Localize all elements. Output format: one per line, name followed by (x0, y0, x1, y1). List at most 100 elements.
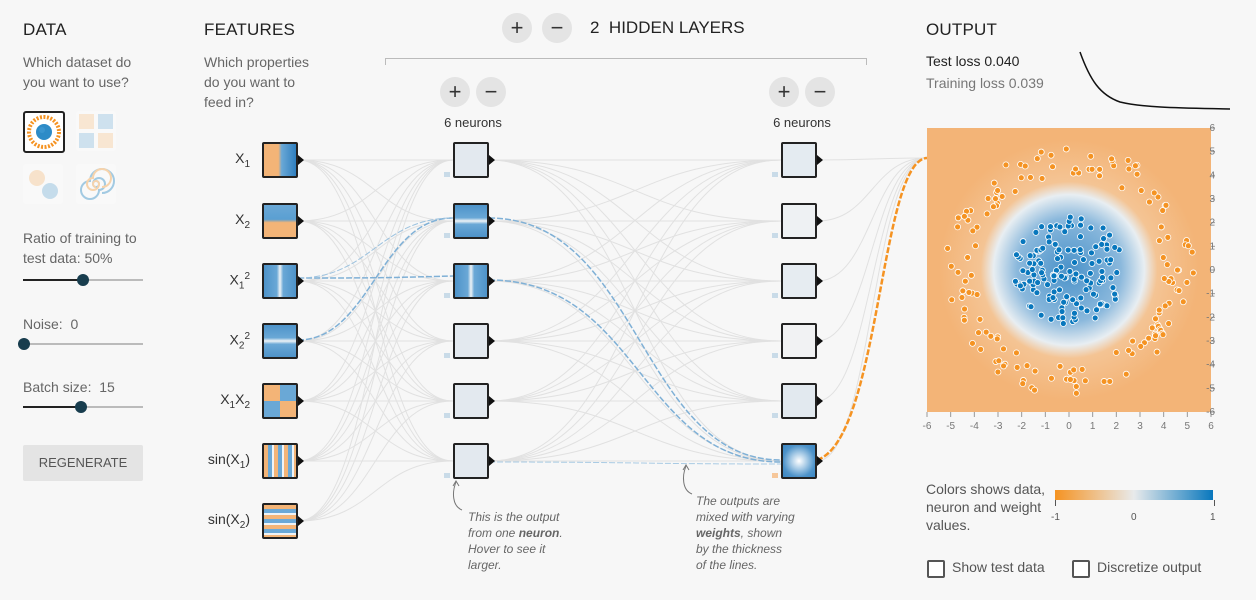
dataset-spiral-thumbnail[interactable] (76, 164, 116, 204)
batch-slider-knob[interactable] (75, 401, 87, 413)
x-tick-label: 4 (1161, 421, 1167, 432)
bias-indicator[interactable] (772, 353, 778, 358)
batch-slider[interactable] (23, 401, 143, 413)
layer1-neuron[interactable] (453, 263, 489, 299)
data-point-orange (1162, 201, 1170, 209)
weight-link[interactable] (816, 157, 928, 402)
weight-link[interactable] (488, 280, 782, 462)
weight-link[interactable] (488, 340, 782, 462)
weight-link[interactable] (297, 340, 454, 522)
ratio-slider[interactable] (23, 274, 143, 286)
layer1-remove-neuron-button[interactable]: − (476, 77, 506, 107)
weight-link[interactable] (488, 400, 782, 462)
feature-input-node[interactable] (262, 383, 298, 419)
regenerate-button[interactable]: REGENERATE (23, 445, 143, 481)
weights-hint-note: The outputs are mixed with varying weigh… (696, 494, 795, 572)
layer2-add-neuron-button[interactable]: + (769, 77, 799, 107)
feature-input-node[interactable] (262, 203, 298, 239)
feature-input-node[interactable] (262, 323, 298, 359)
y-tick-label: -1 (1206, 289, 1215, 300)
layer1-neuron[interactable] (453, 443, 489, 479)
layer1-add-neuron-button[interactable]: + (440, 77, 470, 107)
data-point-blue (1098, 241, 1106, 248)
bias-indicator[interactable] (772, 172, 778, 177)
data-point-blue (1091, 314, 1099, 322)
bias-indicator[interactable] (444, 172, 450, 177)
feature-input-node[interactable] (262, 443, 298, 479)
weight-link[interactable] (488, 279, 782, 463)
layer1-neuron[interactable] (453, 323, 489, 359)
add-layer-button[interactable]: + (502, 13, 532, 43)
discretize-output-label[interactable]: Discretize output (1097, 559, 1202, 575)
noise-slider[interactable] (18, 338, 143, 350)
output-weight-link[interactable] (816, 156, 928, 462)
dataset-gauss-thumbnail[interactable] (23, 164, 63, 204)
bias-indicator[interactable] (444, 473, 450, 478)
bias-indicator[interactable] (772, 293, 778, 298)
weight-link[interactable] (488, 217, 782, 461)
weight-link[interactable] (488, 159, 782, 222)
layer2-neuron[interactable] (781, 323, 817, 359)
bias-indicator[interactable] (772, 413, 778, 418)
weight-link[interactable] (297, 220, 454, 522)
layer1-neuron[interactable] (453, 383, 489, 419)
weight-link[interactable] (488, 220, 782, 462)
weight-link[interactable] (297, 159, 454, 522)
weight-link[interactable] (488, 159, 782, 282)
caret-right-icon (489, 396, 495, 406)
data-point-blue (1095, 257, 1103, 265)
layer1-neuron[interactable] (453, 203, 489, 239)
layer1-neuron[interactable] (453, 142, 489, 178)
show-test-data-checkbox[interactable] (927, 560, 945, 578)
data-point-blue (1098, 268, 1106, 275)
feature-input-node[interactable] (262, 503, 298, 539)
data-point-blue (1087, 224, 1095, 232)
feature-input-node[interactable] (262, 142, 298, 178)
bias-indicator[interactable] (444, 233, 450, 238)
data-point-blue (1113, 269, 1121, 276)
bias-indicator[interactable] (444, 413, 450, 418)
feature-input-node[interactable] (262, 263, 298, 299)
layer2-neuron[interactable] (781, 203, 817, 239)
dataset-circle-thumbnail[interactable] (23, 111, 65, 153)
weight-link[interactable] (488, 159, 782, 342)
weight-link[interactable] (488, 461, 782, 465)
weight-link[interactable] (816, 157, 928, 161)
noise-slider-knob[interactable] (18, 338, 30, 350)
weight-link[interactable] (297, 460, 454, 522)
weight-link[interactable] (816, 157, 928, 342)
layer2-neuron[interactable] (781, 383, 817, 419)
x-tick-label: 1 (1090, 421, 1096, 432)
weight-link[interactable] (816, 157, 928, 222)
weight-link[interactable] (297, 217, 454, 341)
weight-link[interactable] (488, 159, 782, 402)
layer2-neuron[interactable] (781, 142, 817, 178)
data-point-blue (1063, 293, 1071, 301)
weight-link[interactable] (488, 159, 782, 462)
data-point-blue (1082, 286, 1090, 294)
weight-link[interactable] (297, 159, 454, 222)
show-test-data-label[interactable]: Show test data (952, 559, 1045, 575)
bias-indicator[interactable] (444, 353, 450, 358)
bias-indicator[interactable] (444, 293, 450, 298)
weight-link[interactable] (297, 217, 454, 279)
dataset-xor-thumbnail[interactable] (76, 111, 116, 151)
bias-indicator[interactable] (772, 473, 778, 478)
weight-link[interactable] (297, 159, 454, 342)
remove-layer-button[interactable]: − (542, 13, 572, 43)
ratio-slider-knob[interactable] (77, 274, 89, 286)
bias-indicator[interactable] (772, 233, 778, 238)
weight-link[interactable] (297, 159, 454, 462)
weight-link[interactable] (297, 159, 454, 402)
layer2-neuron[interactable] (781, 263, 817, 299)
weight-link[interactable] (297, 280, 454, 522)
discretize-output-checkbox[interactable] (1072, 560, 1090, 578)
weight-link[interactable] (297, 400, 454, 522)
layer2-neuron[interactable] (781, 443, 817, 479)
data-point-orange (954, 223, 962, 231)
layer2-remove-neuron-button[interactable]: − (805, 77, 835, 107)
weight-link[interactable] (816, 157, 928, 462)
weight-link[interactable] (816, 157, 928, 282)
data-point-blue (1103, 245, 1111, 253)
weight-link[interactable] (297, 275, 454, 279)
